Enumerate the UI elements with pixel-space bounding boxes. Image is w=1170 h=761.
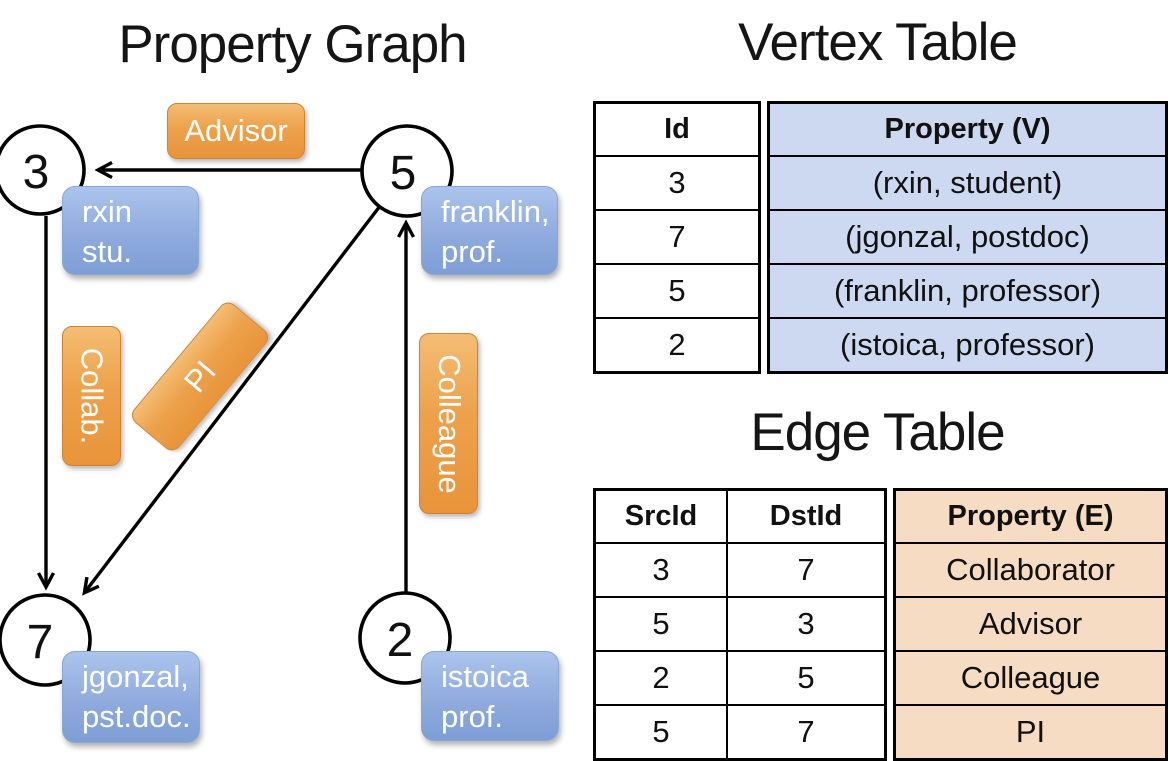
edge-label-collab-text: Collab. xyxy=(74,347,110,445)
edge-table-title: Edge Table xyxy=(750,403,1005,462)
vertex-id-7: 7 xyxy=(27,616,54,669)
table-row: (franklin, professor) xyxy=(767,263,1168,319)
graph-title: Property Graph xyxy=(118,15,467,74)
table-row: (jgonzal, postdoc) xyxy=(767,209,1168,265)
vertex-label-franklin: franklin, prof. xyxy=(421,186,558,275)
vertex-id-2: 2 xyxy=(387,614,414,667)
vertex-id-3: 3 xyxy=(23,146,50,199)
vertex-label-jgonzal: jgonzal, pst.doc. xyxy=(62,651,200,743)
vertex-label-franklin-line2: prof. xyxy=(441,234,504,269)
vertex-table-title: Vertex Table xyxy=(738,13,1018,72)
edge-label-pi-text: PI xyxy=(176,353,223,399)
vertex-label-istoica-line1: istoica xyxy=(441,659,529,694)
edge-table-id-columns: SrcId DstId 3 7 5 3 2 5 5 7 xyxy=(593,488,887,761)
table-row: (istoica, professor) xyxy=(767,317,1168,374)
vertex-label-rxin-line1: rxin xyxy=(82,194,132,229)
vertex-label-franklin-line1: franklin, xyxy=(441,194,550,229)
edge-label-colleague: Colleague xyxy=(419,333,478,514)
vertex-table-property-column: Property (V) (rxin, student) (jgonzal, p… xyxy=(767,101,1168,374)
vertex-label-istoica: istoica prof. xyxy=(421,651,559,741)
vertex-label-istoica-line2: prof. xyxy=(441,699,504,734)
edge-label-advisor: Advisor xyxy=(167,103,305,159)
table-row: Colleague xyxy=(893,650,1168,706)
table-row: 5 xyxy=(593,263,761,319)
table-row: 2 xyxy=(593,317,761,374)
table-row: 5 7 xyxy=(593,704,887,761)
table-row: Collaborator xyxy=(893,542,1168,598)
vertex-table: Id 3 7 5 2 Property (V) (rxin, student) … xyxy=(593,101,1168,374)
edge-line-5-to-7-pi xyxy=(82,204,382,596)
edge-label-collab: Collab. xyxy=(62,326,121,466)
vertex-label-rxin-line2: stu. xyxy=(82,234,132,269)
edge-col-header-dstid: DstId xyxy=(726,488,887,544)
table-row: PI xyxy=(893,704,1168,761)
property-graph-panel: Property Graph 3 5 7 2 Advisor Collab. P… xyxy=(0,0,585,760)
table-row: 7 xyxy=(593,209,761,265)
edge-label-advisor-text: Advisor xyxy=(184,113,288,148)
edge-table-property-column: Property (E) Collaborator Advisor Collea… xyxy=(893,488,1168,761)
vertex-col-header-property: Property (V) xyxy=(767,101,1168,157)
vertex-table-id-column: Id 3 7 5 2 xyxy=(593,101,761,374)
vertex-label-rxin: rxin stu. xyxy=(62,186,199,275)
table-row: (rxin, student) xyxy=(767,155,1168,211)
table-row: 3 7 xyxy=(593,542,887,598)
vertex-id-5: 5 xyxy=(390,147,417,200)
vertex-label-jgonzal-line2: pst.doc. xyxy=(82,699,191,734)
table-row: Advisor xyxy=(893,596,1168,652)
edge-col-header-property: Property (E) xyxy=(893,488,1168,544)
vertex-col-header-id: Id xyxy=(593,101,761,157)
tables-panel: Vertex Table Id 3 7 5 2 Property (V) (rx… xyxy=(585,0,1170,761)
vertex-label-jgonzal-line1: jgonzal, xyxy=(82,659,189,694)
edge-col-header-srcid: SrcId xyxy=(593,488,728,544)
table-row: 5 3 xyxy=(593,596,887,652)
edge-label-colleague-text: Colleague xyxy=(431,353,467,494)
edge-table: SrcId DstId 3 7 5 3 2 5 5 7 Property (E) xyxy=(593,488,1168,761)
table-row: 3 xyxy=(593,155,761,211)
table-row: 2 5 xyxy=(593,650,887,706)
